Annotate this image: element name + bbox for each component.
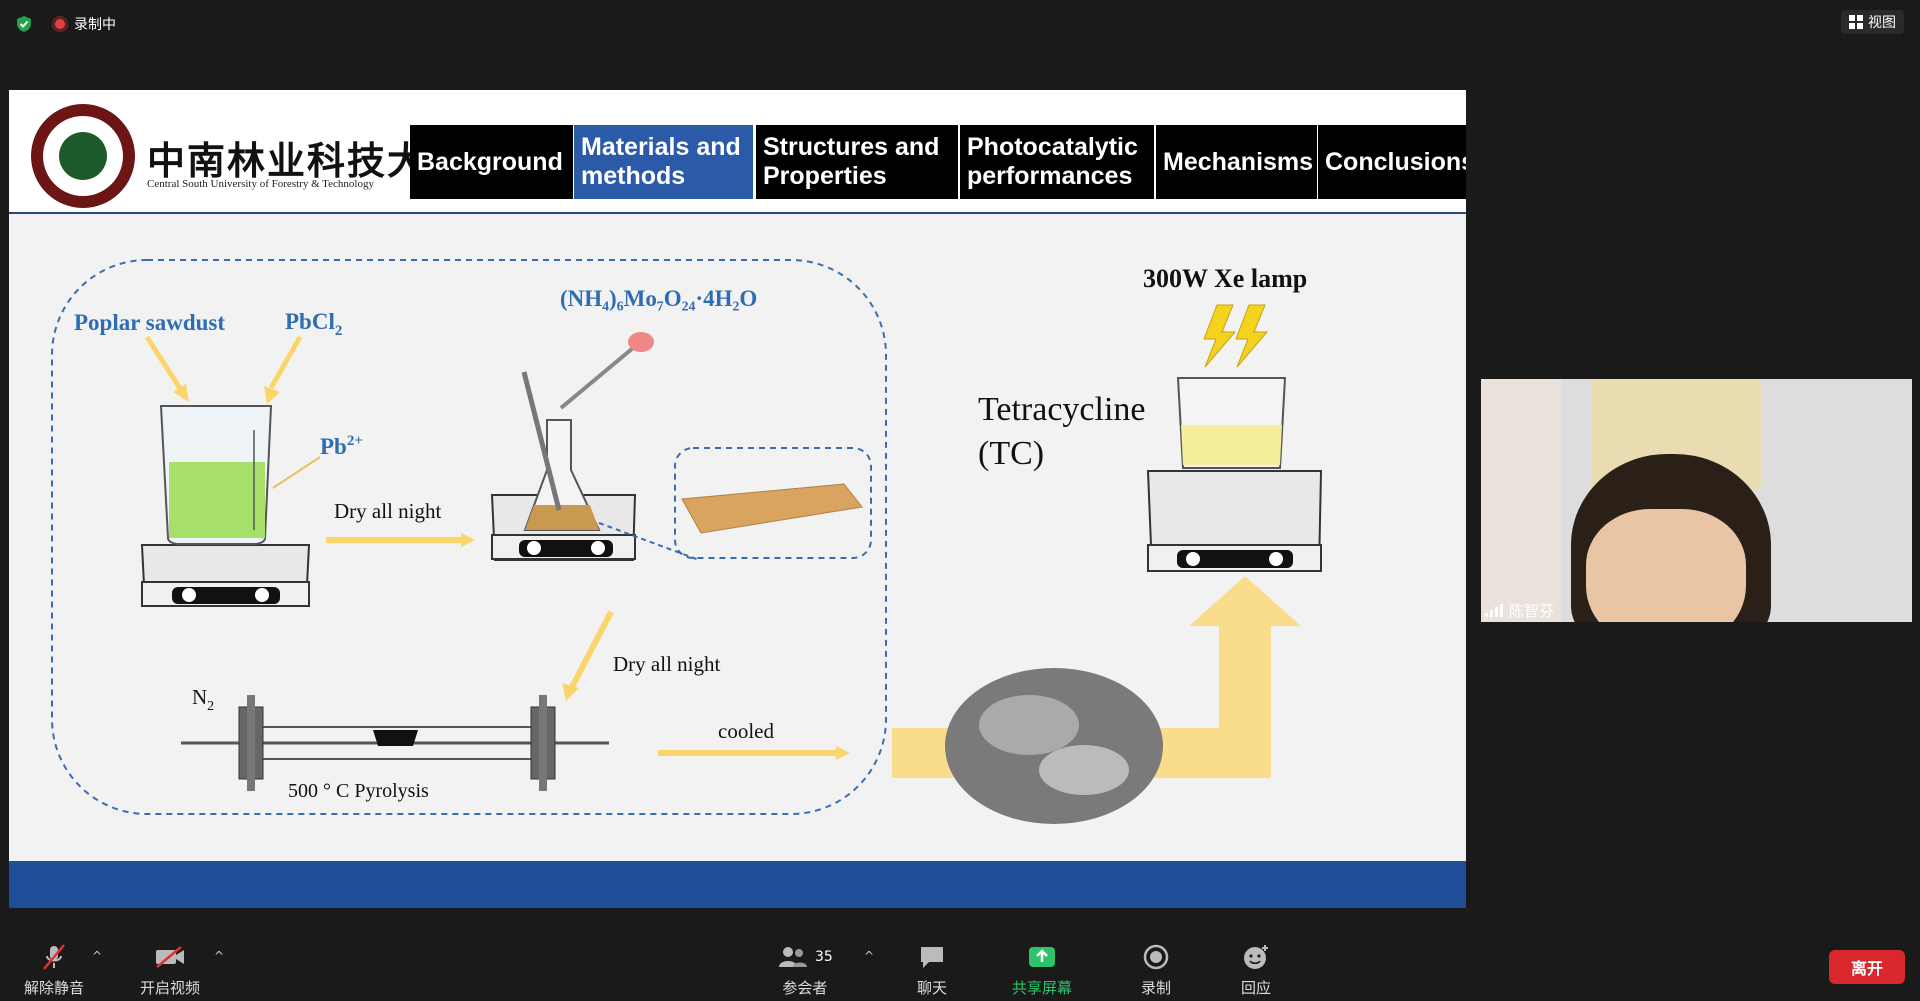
lightning-icon-2	[1235, 304, 1269, 368]
participants-button[interactable]: 35 参会者	[777, 941, 833, 998]
share-screen-icon	[1029, 947, 1055, 967]
chat-bubble-icon	[921, 947, 943, 968]
university-emblem-icon	[59, 132, 107, 180]
share-screen-label: 共享屏幕	[1012, 979, 1073, 997]
meeting-toolbar: 解除静音 ^ 开启视频 ^ 35 参会者 ^ 聊天	[0, 931, 1920, 1001]
label-molybdate: (NH₄)₆Mo₇O₂₄·4H₂O	[560, 286, 757, 311]
pb-ion-pointer	[272, 456, 321, 489]
reactor-hotplate	[1146, 377, 1323, 572]
record-icon	[1143, 944, 1169, 970]
tab-conclusions[interactable]: Conclusions	[1318, 125, 1466, 199]
shared-screen-slide: 中南林业科技大学 Central South University of For…	[9, 90, 1466, 908]
video-off-icon	[156, 946, 184, 968]
record-label: 录制	[1141, 979, 1172, 997]
leave-meeting-button[interactable]: 离开	[1829, 950, 1905, 984]
tube-furnace	[181, 695, 609, 791]
participant-count: 35	[815, 949, 833, 965]
label-xe-lamp: 300W Xe lamp	[1143, 264, 1307, 293]
start-video-button[interactable]: 开启视频	[140, 941, 200, 998]
zoom-inset-outline	[674, 447, 872, 559]
grid-view-icon	[1849, 15, 1863, 29]
process-region-outline	[51, 259, 887, 815]
audio-options-caret-icon[interactable]: ^	[92, 949, 103, 963]
participants-label: 参会者	[782, 979, 828, 997]
recording-status-label: 录制中	[74, 17, 116, 33]
participant-name-tag: 陈智芬	[1485, 600, 1554, 621]
arrow-dry-2	[569, 610, 614, 689]
participants-icon	[779, 947, 807, 967]
label-tc: (TC)	[978, 435, 1044, 472]
flask-hotplate	[490, 332, 654, 561]
video-options-caret-icon[interactable]: ^	[214, 949, 225, 963]
university-name-en: Central South University of Forestry & T…	[147, 178, 374, 190]
security-shield-icon[interactable]	[15, 15, 33, 33]
participant-face	[1586, 509, 1746, 622]
arrow-pbcl2	[268, 335, 303, 390]
synthesis-diagram: Poplar sawdust PbCl2 Pb2+ Dry all night …	[51, 259, 1323, 824]
label-pyrolysis: 500 ° C Pyrolysis	[288, 780, 429, 802]
label-pb-ion: Pb2+	[320, 433, 363, 459]
label-n2: N2	[192, 685, 214, 714]
share-screen-button[interactable]: 共享屏幕	[1012, 941, 1072, 998]
label-pbcl2: PbCl2	[285, 309, 342, 339]
lightning-icon-1	[1203, 304, 1237, 368]
unmute-button[interactable]: 解除静音	[24, 941, 84, 998]
meeting-top-bar: 录制中 视图	[0, 0, 1920, 46]
chat-button[interactable]: 聊天	[917, 941, 947, 998]
reactions-label: 回应	[1241, 979, 1272, 997]
tab-background[interactable]: Background	[410, 125, 573, 199]
recording-indicator[interactable]: 录制中	[52, 13, 116, 35]
slide-footer-bar	[9, 861, 1466, 908]
participants-options-caret-icon[interactable]: ^	[864, 949, 875, 963]
participant-name: 陈智芬	[1509, 602, 1555, 620]
label-tetracycline: Tetracycline	[978, 391, 1146, 428]
tab-mechanisms[interactable]: Mechanisms	[1156, 125, 1317, 199]
tab-photocatalytic-performances[interactable]: Photocatalytic performances	[960, 125, 1154, 199]
view-button[interactable]: 视图	[1841, 10, 1904, 34]
participant-video-tile[interactable]	[1481, 379, 1912, 622]
reactions-button[interactable]: 回应	[1241, 941, 1271, 998]
label-dry-all-night-1: Dry all night	[334, 499, 441, 523]
signal-strength-icon	[1485, 604, 1503, 617]
arrow-sawdust	[144, 335, 184, 392]
recording-dot-icon	[52, 16, 68, 32]
slide-header: 中南林业科技大学 Central South University of For…	[9, 90, 1466, 212]
header-divider	[9, 212, 1466, 214]
unmute-label: 解除静音	[24, 979, 85, 997]
biochar-plate	[681, 483, 863, 534]
view-label: 视图	[1868, 15, 1896, 31]
beaker-hotplate-1	[140, 405, 311, 607]
tab-structures-and-properties[interactable]: Structures and Properties	[756, 125, 958, 199]
muted-microphone-icon	[43, 944, 65, 970]
start-video-label: 开启视频	[140, 979, 201, 997]
chat-label: 聊天	[917, 979, 948, 997]
label-poplar-sawdust: Poplar sawdust	[74, 310, 225, 335]
label-cooled: cooled	[718, 719, 774, 743]
reaction-smiley-icon	[1244, 945, 1268, 969]
record-button[interactable]: 录制	[1141, 941, 1171, 998]
tab-materials-and-methods[interactable]: Materials and methods	[574, 125, 753, 199]
label-dry-all-night-2: Dry all night	[613, 652, 720, 676]
